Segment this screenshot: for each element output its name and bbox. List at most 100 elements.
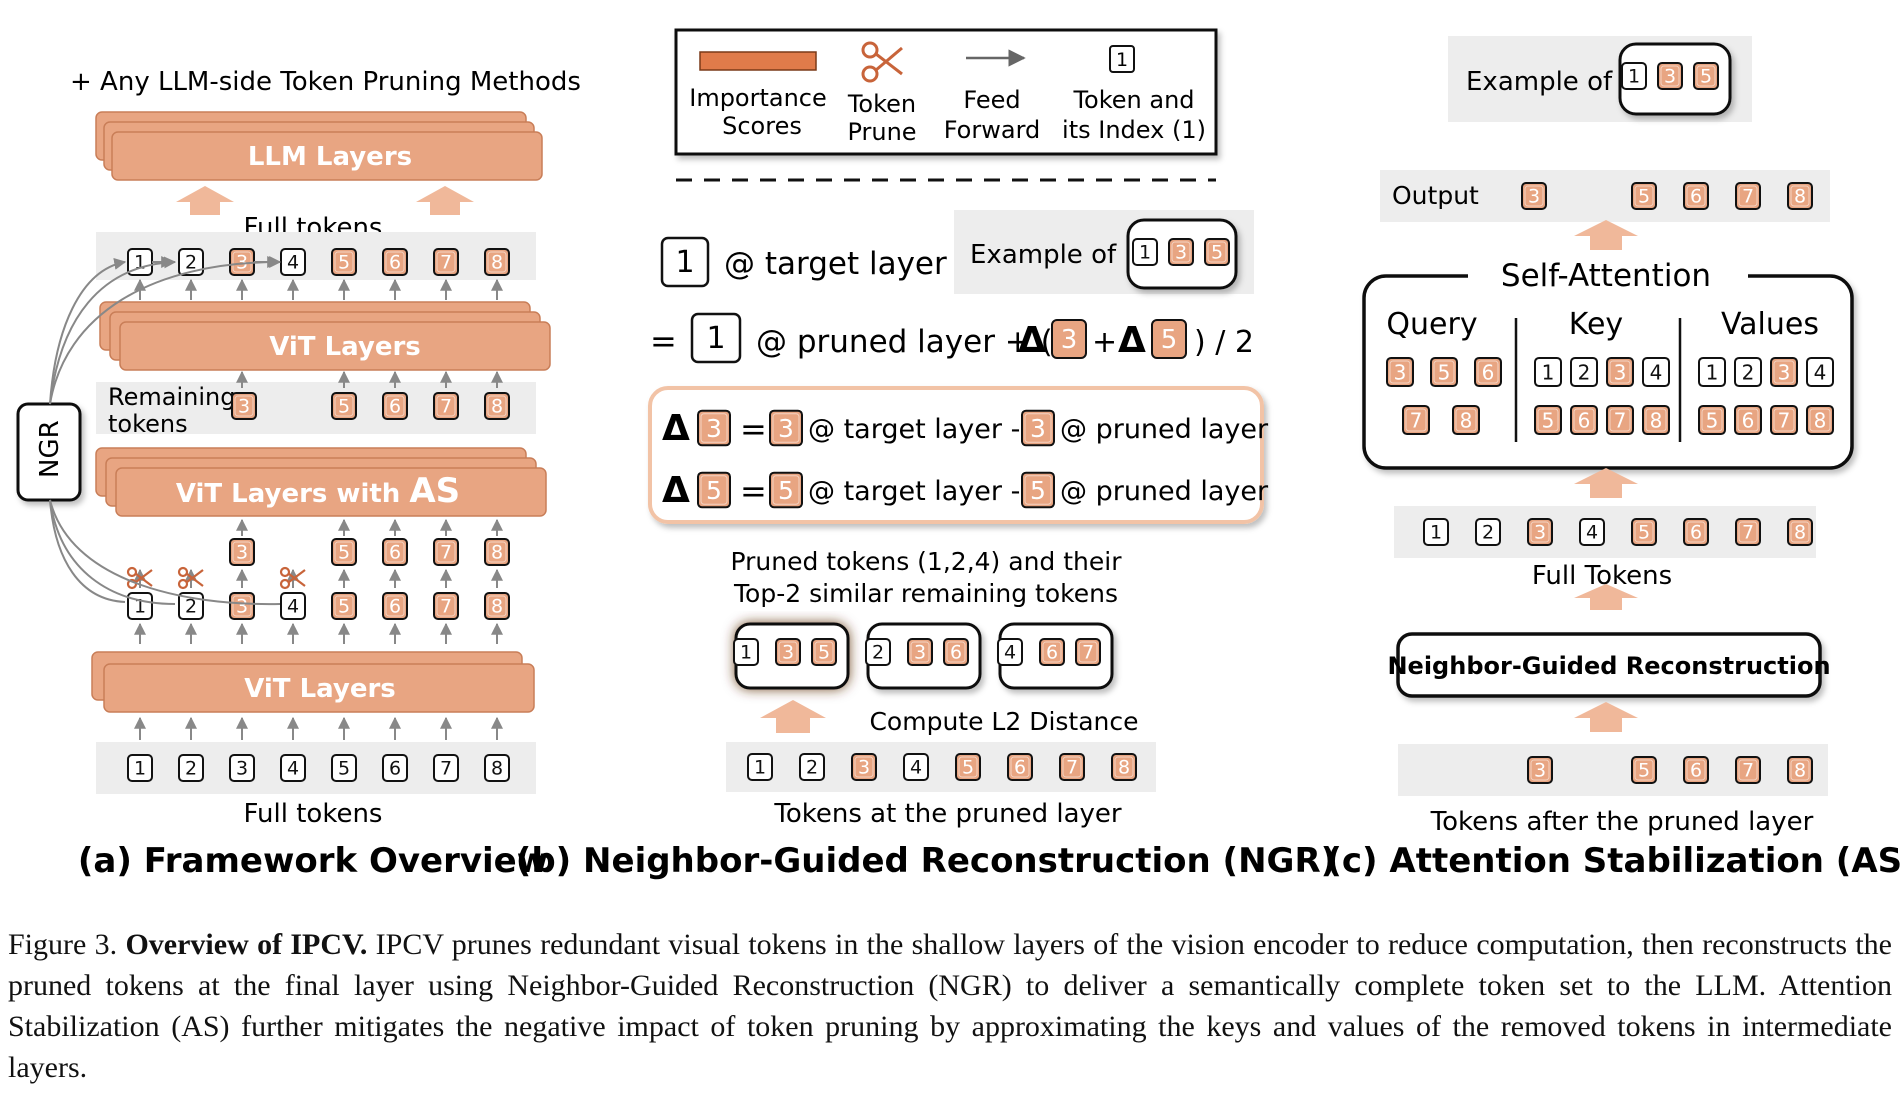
eq-sign: = xyxy=(650,322,677,360)
eq-token-3: 3 xyxy=(1051,319,1087,359)
svg-text:8: 8 xyxy=(1794,522,1806,544)
token-3: 3 xyxy=(1521,182,1547,210)
panel-a-title: (a) Framework Overview xyxy=(78,841,548,881)
svg-text:5: 5 xyxy=(1638,186,1650,208)
svg-text:3: 3 xyxy=(706,414,722,443)
token-2: 2 xyxy=(799,753,825,781)
svg-text:5: 5 xyxy=(1438,360,1451,384)
token-6: 6 xyxy=(1570,404,1598,436)
token-8: 8 xyxy=(484,392,510,420)
token-3: 3 xyxy=(1770,356,1798,388)
token-6: 6 xyxy=(1683,518,1709,546)
svg-text:2: 2 xyxy=(1482,522,1494,544)
legend-importance-1: Importance xyxy=(689,84,827,112)
svg-text:4: 4 xyxy=(1814,360,1827,384)
token-4: 4 xyxy=(280,592,306,620)
token-4: 4 xyxy=(1806,356,1834,388)
svg-text:3: 3 xyxy=(1061,325,1078,355)
svg-text:5: 5 xyxy=(1542,408,1555,432)
svg-text:7: 7 xyxy=(1066,757,1078,779)
target-layer-text: @ target layer xyxy=(724,246,947,282)
token-3: 3 xyxy=(1527,518,1553,546)
token-6: 6 xyxy=(1039,638,1065,666)
output-label: Output xyxy=(1392,181,1479,210)
vit-layers-bottom-label: ViT Layers xyxy=(244,674,396,704)
svg-text:5: 5 xyxy=(778,476,794,505)
token-6: 6 xyxy=(1683,182,1709,210)
svg-text:1: 1 xyxy=(134,758,146,780)
svg-text:3: 3 xyxy=(236,758,248,780)
token-1: 1 xyxy=(733,638,759,666)
token-2: 2 xyxy=(1475,518,1501,546)
token-6: 6 xyxy=(382,248,408,276)
delta-eq: = xyxy=(740,472,767,510)
vit-layers-top-block: ViT Layers xyxy=(99,301,551,371)
token-8: 8 xyxy=(1787,182,1813,210)
self-attention-title: Self-Attention xyxy=(1501,258,1711,294)
svg-text:8: 8 xyxy=(1650,408,1663,432)
eq-token: 1 xyxy=(690,312,742,364)
svg-text:5: 5 xyxy=(1638,760,1650,782)
token-5: 5 xyxy=(331,538,357,566)
token-6: 6 xyxy=(1734,404,1762,436)
svg-text:8: 8 xyxy=(491,596,503,618)
token-4: 4 xyxy=(280,248,306,276)
svg-text:1: 1 xyxy=(740,642,752,664)
svg-text:3: 3 xyxy=(1534,522,1546,544)
token-1: 1 xyxy=(1423,518,1449,546)
token-8: 8 xyxy=(484,538,510,566)
delta-target-text: @ target layer - xyxy=(808,414,1020,445)
svg-text:7: 7 xyxy=(1614,408,1627,432)
token-7: 7 xyxy=(1770,404,1798,436)
token-4: 4 xyxy=(1579,518,1605,546)
up-arrow-icon xyxy=(1574,584,1638,610)
pruned-caption-1: Pruned tokens (1,2,4) and their xyxy=(731,547,1123,576)
token-band xyxy=(96,742,536,794)
token-5: 5 xyxy=(1534,404,1562,436)
llm-layers-label: LLM Layers xyxy=(248,142,412,172)
token-1: 1 xyxy=(1534,356,1562,388)
ngr-process-label: Neighbor-Guided Reconstruction xyxy=(1387,652,1830,680)
svg-text:8: 8 xyxy=(1794,760,1806,782)
token-8: 8 xyxy=(484,248,510,276)
svg-text:5: 5 xyxy=(962,757,974,779)
scissors-icon xyxy=(177,566,204,590)
legend-prune-2: Prune xyxy=(847,118,916,146)
up-arrow-icon xyxy=(1574,468,1638,498)
token-5: 5 xyxy=(1021,471,1055,509)
delta-symbol: Δ xyxy=(662,408,690,449)
token-6: 6 xyxy=(1474,356,1502,388)
self-attention-title-bg xyxy=(1468,256,1748,296)
ngr-connector-arrows xyxy=(49,256,282,606)
svg-text:7: 7 xyxy=(1410,408,1423,432)
token-7: 7 xyxy=(1735,182,1761,210)
token-3: 3 xyxy=(1657,62,1683,90)
token-1: 1 xyxy=(127,592,153,620)
token-3: 3 xyxy=(229,592,255,620)
svg-text:5: 5 xyxy=(1211,242,1223,264)
svg-text:4: 4 xyxy=(287,596,299,618)
svg-text:3: 3 xyxy=(236,542,248,564)
token-5: 5 xyxy=(1698,404,1726,436)
panel-a-framework-overview: + Any LLM-side Token Pruning Methods LLM… xyxy=(16,67,581,881)
token-band xyxy=(726,742,1156,792)
svg-text:4: 4 xyxy=(287,252,299,274)
token-6: 6 xyxy=(943,638,969,666)
svg-text:3: 3 xyxy=(1664,66,1676,88)
token-2: 2 xyxy=(1570,356,1598,388)
svg-text:3: 3 xyxy=(1175,242,1187,264)
eq-delta-2: Δ xyxy=(1118,320,1146,361)
delta-target-text: @ target layer - xyxy=(808,476,1020,507)
llm-pruning-note: + Any LLM-side Token Pruning Methods xyxy=(70,67,581,97)
legend-index-1: Token and xyxy=(1072,86,1194,114)
remaining-tokens-label-1: Remaining xyxy=(108,383,235,411)
delta-pruned-text: @ pruned layer xyxy=(1060,414,1269,445)
svg-text:1: 1 xyxy=(134,252,146,274)
up-arrow-icon xyxy=(760,700,826,733)
vit-layers-bottom-block: ViT Layers xyxy=(91,651,535,713)
compute-l2-label: Compute L2 Distance xyxy=(869,707,1138,736)
